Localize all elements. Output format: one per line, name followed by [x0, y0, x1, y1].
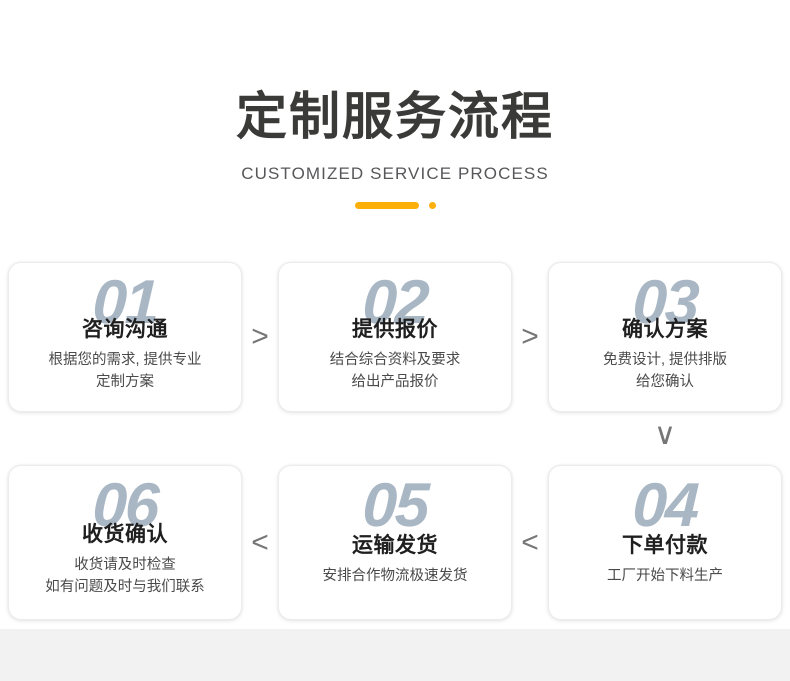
bottom-gray-band: [0, 629, 790, 681]
process-step-card-05[interactable]: 05 运输发货 安排合作物流极速发货: [278, 465, 512, 620]
step-description: 工厂开始下料生产: [607, 568, 723, 584]
step-description: 免费设计, 提供排版 给您确认: [602, 351, 728, 390]
step-content: 咨询沟通 根据您的需求, 提供专业 定制方案: [9, 282, 241, 393]
step-description: 结合综合资料及要求 给出产品报价: [329, 351, 461, 390]
process-row-top: 01 咨询沟通 根据您的需求, 提供专业 定制方案 > 02 提供报价 结合综合…: [0, 262, 790, 450]
step-title: 咨询沟通: [82, 317, 168, 341]
process-step-card-06[interactable]: 06 收货确认 收货请及时检查 如有问题及时与我们联系: [8, 465, 242, 620]
process-step-card-01[interactable]: 01 咨询沟通 根据您的需求, 提供专业 定制方案: [8, 262, 242, 412]
down-connector-wrapper: ∨: [0, 412, 790, 465]
chevron-right-icon: >: [521, 320, 539, 353]
chevron-left-icon: <: [521, 525, 539, 559]
step-title: 运输发货: [352, 534, 438, 557]
step-content: 提供报价 结合综合资料及要求 给出产品报价: [279, 282, 511, 393]
step-title: 确认方案: [622, 317, 708, 341]
step-description: 收货请及时检查 如有问题及时与我们联系: [45, 557, 205, 595]
step-content: 运输发货 安排合作物流极速发货: [279, 498, 511, 587]
accent-divider: [0, 200, 790, 210]
step-content: 下单付款 工厂开始下料生产: [549, 498, 781, 587]
chevron-left-icon: <: [251, 525, 269, 559]
page-subtitle: CUSTOMIZED SERVICE PROCESS: [241, 164, 549, 183]
step-description: 根据您的需求, 提供专业 定制方案: [48, 351, 202, 390]
chevron-right-icon: >: [251, 320, 269, 353]
process-flow: 01 咨询沟通 根据您的需求, 提供专业 定制方案 > 02 提供报价 结合综合…: [0, 262, 790, 620]
page-header: 定制服务流程 CUSTOMIZED SERVICE PROCESS: [0, 0, 790, 210]
step-title: 收货确认: [82, 523, 168, 546]
process-step-card-02[interactable]: 02 提供报价 结合综合资料及要求 给出产品报价: [278, 262, 512, 412]
process-row-bottom: 06 收货确认 收货请及时检查 如有问题及时与我们联系 < 05 运输发货 安排…: [0, 465, 790, 620]
step-content: 收货确认 收货请及时检查 如有问题及时与我们联系: [9, 487, 241, 598]
process-step-card-04[interactable]: 04 下单付款 工厂开始下料生产: [548, 465, 782, 620]
accent-bar-icon: [354, 201, 419, 209]
accent-dot-icon: [428, 201, 436, 209]
step-title: 下单付款: [622, 534, 708, 557]
process-step-card-03[interactable]: 03 确认方案 免费设计, 提供排版 给您确认: [548, 262, 782, 412]
step-content: 确认方案 免费设计, 提供排版 给您确认: [549, 282, 781, 393]
step-title: 提供报价: [352, 317, 438, 341]
chevron-down-icon: ∨: [654, 418, 676, 451]
page-title: 定制服务流程: [235, 88, 554, 145]
step-description: 安排合作物流极速发货: [322, 568, 468, 584]
